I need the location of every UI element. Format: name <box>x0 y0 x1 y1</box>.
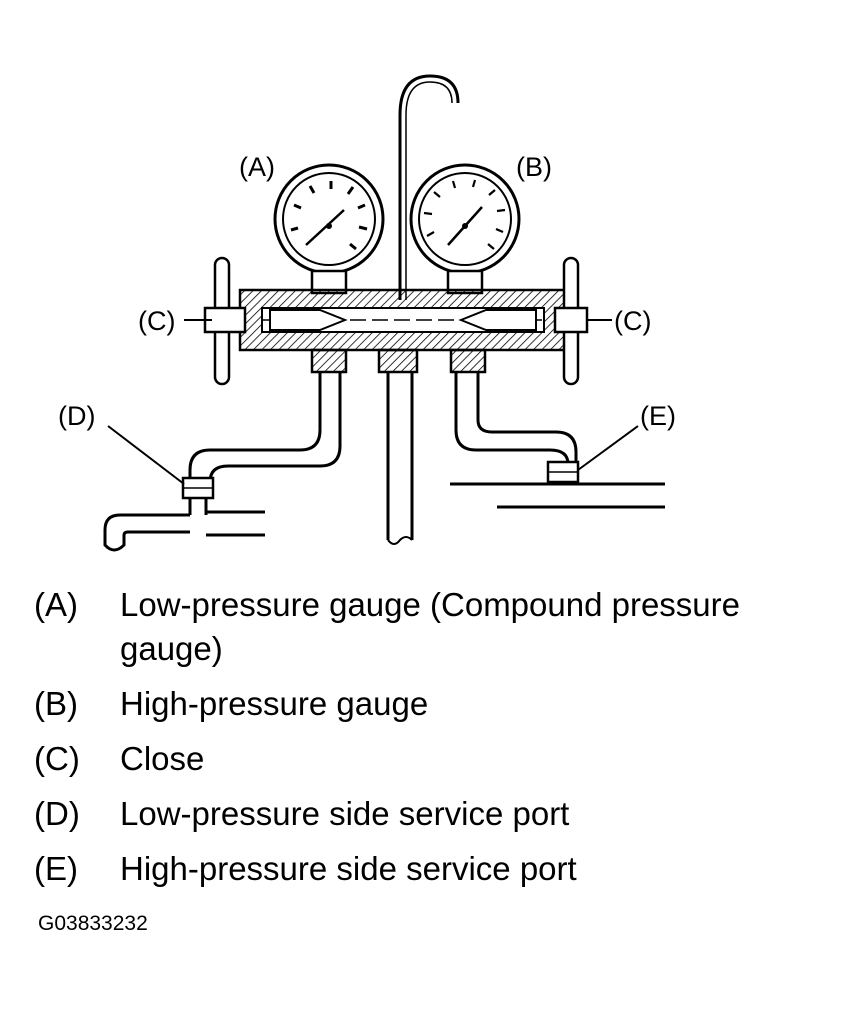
legend-item-a: (A) Low-pressure gauge (Compound pressur… <box>34 583 844 671</box>
callout-b: (B) <box>516 152 552 182</box>
legend-text: High-pressure side service port <box>120 850 577 887</box>
callout-d: (D) <box>58 401 95 431</box>
legend: (A) Low-pressure gauge (Compound pressur… <box>34 583 844 902</box>
manifold-body <box>238 288 567 374</box>
legend-key: (B) <box>34 685 78 722</box>
legend-text: High-pressure gauge <box>120 685 429 722</box>
legend-key: (C) <box>34 740 80 777</box>
legend-item-e: (E) High-pressure side service port <box>34 847 844 891</box>
hanger-hook <box>398 74 460 300</box>
legend-item-b: (B) High-pressure gauge <box>34 682 844 726</box>
high-pressure-service-port <box>450 460 665 509</box>
legend-key: (A) <box>34 586 78 623</box>
legend-item-d: (D) Low-pressure side service port <box>34 792 844 836</box>
manifold-gauge-diagram: (A) (B) (C) (C) (D) (E) <box>58 74 676 552</box>
right-valve-handwheel <box>553 256 589 386</box>
callout-c-right: (C) <box>614 306 651 336</box>
high-pressure-gauge <box>409 163 521 295</box>
high-pressure-hose <box>454 372 570 465</box>
legend-text: Low-pressure gauge (Compound pressure ga… <box>120 586 741 667</box>
legend-item-c: (C) Close <box>34 737 844 781</box>
charging-hose <box>386 372 414 545</box>
low-pressure-hose <box>188 372 322 480</box>
figure-id: G03833232 <box>38 912 148 935</box>
low-pressure-service-port <box>103 476 265 552</box>
callout-a: (A) <box>239 152 275 182</box>
callout-c-left: (C) <box>138 306 175 336</box>
legend-text: Close <box>120 740 205 777</box>
low-pressure-gauge <box>273 163 385 295</box>
legend-key: (D) <box>34 795 80 832</box>
legend-text: Low-pressure side service port <box>120 795 570 832</box>
legend-key: (E) <box>34 850 78 887</box>
callout-e: (E) <box>640 401 676 431</box>
